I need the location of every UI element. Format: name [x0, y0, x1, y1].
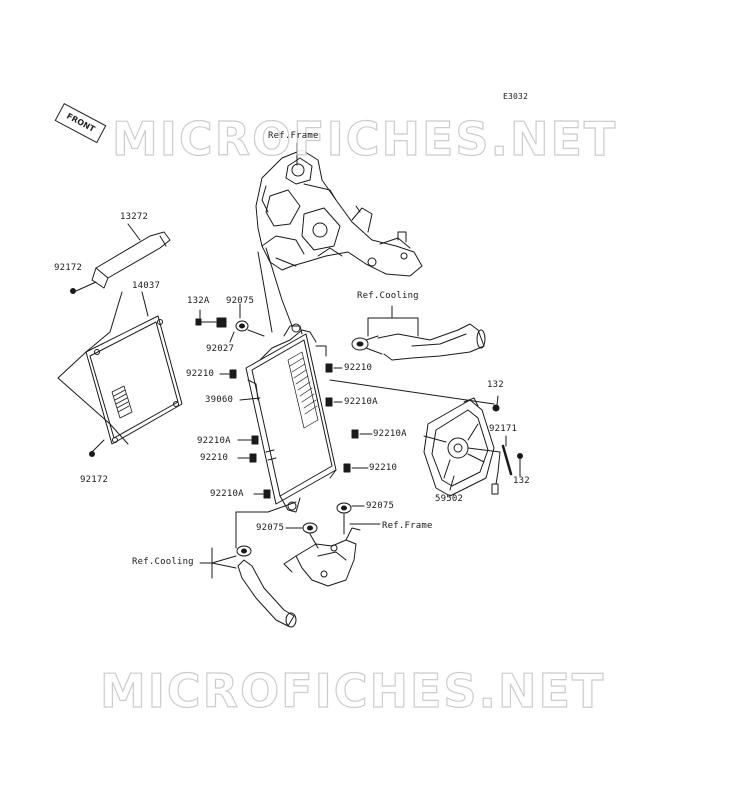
part-92210A-bottom[interactable]: 92210A [210, 489, 244, 499]
part-92171[interactable]: 92171 [489, 424, 518, 434]
bracket-13272-drawing [91, 231, 171, 289]
part-92075-right[interactable]: 92075 [366, 501, 395, 511]
part-92075-bottom[interactable]: 92075 [256, 523, 285, 533]
bracket-bottom-drawing [283, 527, 361, 587]
part-92075-top[interactable]: 92075 [226, 296, 255, 306]
part-92210A-left[interactable]: 92210A [197, 436, 231, 446]
ref-cooling-top[interactable]: Ref.Cooling [357, 291, 419, 301]
part-92210-lower-left[interactable]: 92210 [200, 453, 229, 463]
fan-59502-drawing [423, 397, 501, 497]
part-39060[interactable]: 39060 [205, 395, 234, 405]
part-92172-top[interactable]: 92172 [54, 263, 83, 273]
part-13272[interactable]: 13272 [120, 212, 149, 222]
frame-drawing [255, 149, 423, 277]
ref-frame-bottom[interactable]: Ref.Frame [382, 521, 433, 531]
watermark-bottom: MICROFICHES.NET [99, 663, 606, 718]
part-92210-left[interactable]: 92210 [186, 369, 215, 379]
part-92210-right[interactable]: 92210 [344, 363, 373, 373]
ref-frame-top[interactable]: Ref.Frame [268, 131, 319, 141]
hose-bottom-drawing [236, 545, 297, 628]
watermark-top: MICROFICHES.NET [111, 111, 618, 166]
part-132A[interactable]: 132A [187, 296, 210, 306]
part-92210-lower-right[interactable]: 92210 [369, 463, 398, 473]
radiator-39060-drawing [245, 323, 337, 513]
part-92172-bottom[interactable]: 92172 [80, 475, 109, 485]
part-132-lower[interactable]: 132 [513, 476, 530, 486]
part-59502[interactable]: 59502 [435, 494, 464, 504]
ref-cooling-bottom[interactable]: Ref.Cooling [132, 557, 194, 567]
part-14037[interactable]: 14037 [132, 281, 161, 291]
hose-top-drawing [351, 323, 486, 361]
part-92210A-upper-right[interactable]: 92210A [344, 397, 378, 407]
part-92210A-mid-right[interactable]: 92210A [373, 429, 407, 439]
screen-14037-drawing [85, 315, 183, 445]
part-132-upper[interactable]: 132 [487, 380, 504, 390]
diagram-code: E3032 [503, 92, 529, 101]
part-92027[interactable]: 92027 [206, 344, 235, 354]
